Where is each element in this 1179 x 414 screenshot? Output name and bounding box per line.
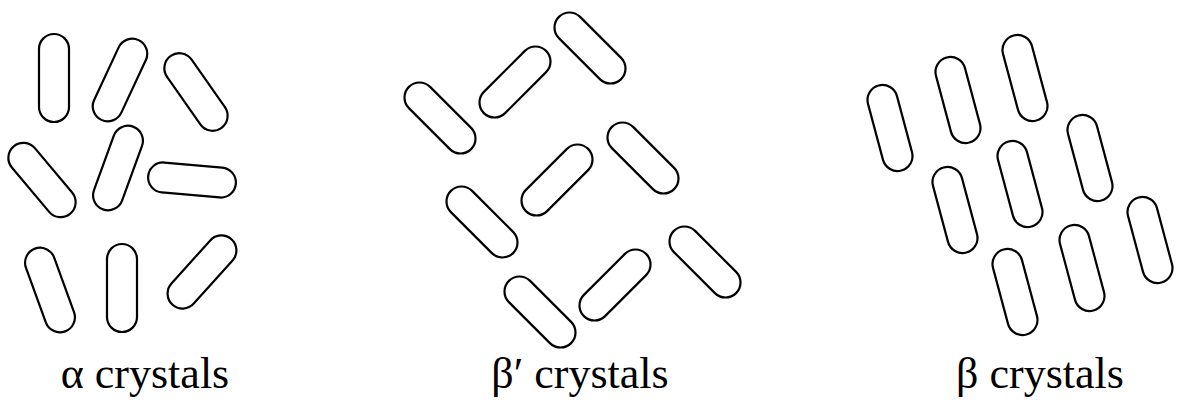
- molecule-rod: [440, 180, 523, 263]
- molecule-rod: [999, 32, 1051, 125]
- molecule-rod: [1124, 194, 1176, 287]
- alpha-molecules: [2, 34, 242, 337]
- molecule-rod: [548, 6, 631, 89]
- molecule-rod: [932, 54, 984, 147]
- beta-molecules: [864, 32, 1176, 339]
- molecule-rod: [864, 82, 916, 175]
- molecule-rod: [39, 34, 69, 122]
- molecule-rod: [161, 229, 242, 314]
- crystal-label: β′ crystals: [491, 350, 668, 398]
- beta-prime-molecules: [398, 6, 746, 353]
- molecule-rod: [89, 122, 147, 215]
- molecule-rod: [994, 138, 1046, 231]
- molecule-rod: [473, 40, 556, 123]
- molecule-rod: [929, 164, 981, 257]
- molecule-rod: [989, 246, 1041, 339]
- molecule-rod: [515, 138, 598, 221]
- molecule-rod: [398, 76, 481, 159]
- molecule-rod: [601, 116, 684, 199]
- crystal-label: α crystals: [61, 350, 229, 398]
- crystal-label: β crystals: [956, 350, 1124, 398]
- molecule-rod: [573, 243, 656, 326]
- molecule-rod: [663, 220, 746, 303]
- molecule-rod: [147, 161, 237, 199]
- molecule-rod: [498, 270, 581, 353]
- molecule-rod: [2, 137, 82, 224]
- molecule-rod: [1056, 222, 1108, 315]
- molecule-rod: [158, 47, 233, 136]
- molecule-rod: [88, 34, 152, 126]
- molecule-rod: [107, 244, 137, 332]
- molecule-rod: [21, 244, 79, 337]
- molecule-rod: [1064, 112, 1116, 205]
